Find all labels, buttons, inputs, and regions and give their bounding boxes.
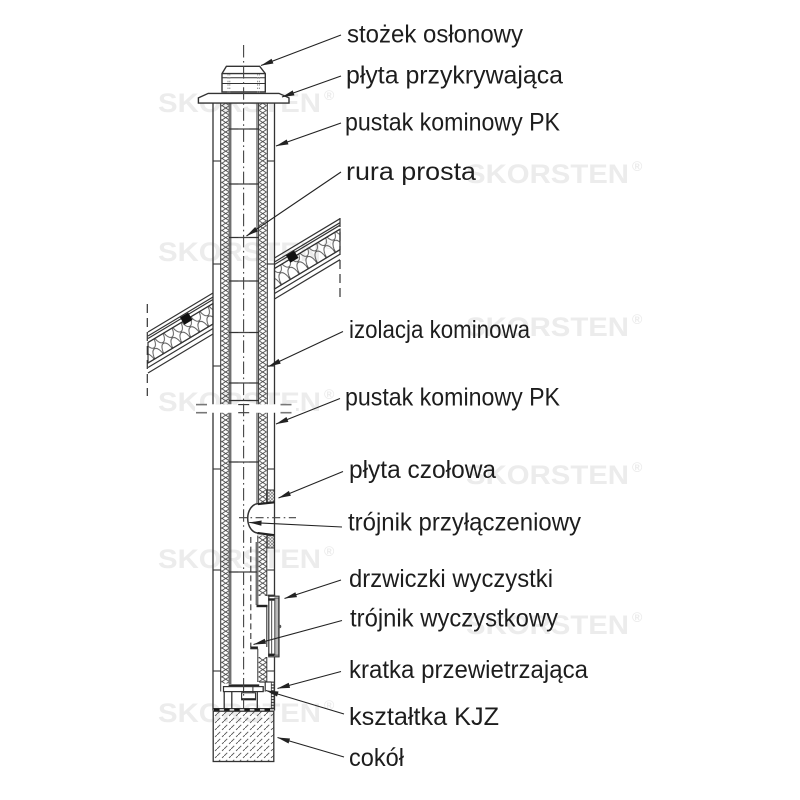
svg-text:®: ®	[324, 543, 335, 559]
svg-text:®: ®	[632, 609, 643, 625]
svg-text:trójnik wyczystkowy: trójnik wyczystkowy	[350, 605, 558, 633]
svg-text:SKORSTEN: SKORSTEN	[466, 460, 629, 490]
svg-text:drzwiczki wyczystki: drzwiczki wyczystki	[349, 565, 553, 593]
svg-text:®: ®	[324, 697, 335, 713]
svg-text:pustak kominowy PK: pustak kominowy PK	[345, 384, 560, 412]
svg-text:kratka przewietrzająca: kratka przewietrzająca	[349, 656, 588, 684]
svg-text:trójnik przyłączeniowy: trójnik przyłączeniowy	[348, 509, 581, 537]
svg-text:rura prosta: rura prosta	[346, 158, 476, 186]
svg-text:kształtka KJZ: kształtka KJZ	[349, 703, 499, 731]
svg-text:SKORSTEN: SKORSTEN	[158, 544, 321, 574]
svg-text:SKORSTEN: SKORSTEN	[466, 312, 629, 342]
svg-text:izolacja kominowa: izolacja kominowa	[349, 316, 530, 344]
svg-text:płyta czołowa: płyta czołowa	[349, 456, 496, 484]
svg-text:SKORSTEN: SKORSTEN	[466, 159, 629, 189]
svg-text:®: ®	[324, 386, 335, 402]
svg-text:stożek osłonowy: stożek osłonowy	[347, 21, 523, 49]
svg-text:cokół: cokół	[349, 744, 404, 772]
svg-text:płyta przykrywająca: płyta przykrywająca	[346, 62, 563, 90]
svg-text:®: ®	[632, 459, 643, 475]
svg-text:®: ®	[632, 158, 643, 174]
svg-text:pustak kominowy PK: pustak kominowy PK	[345, 109, 560, 137]
svg-text:SKORSTEN: SKORSTEN	[466, 610, 629, 640]
svg-text:®: ®	[632, 311, 643, 327]
svg-text:®: ®	[324, 87, 335, 103]
